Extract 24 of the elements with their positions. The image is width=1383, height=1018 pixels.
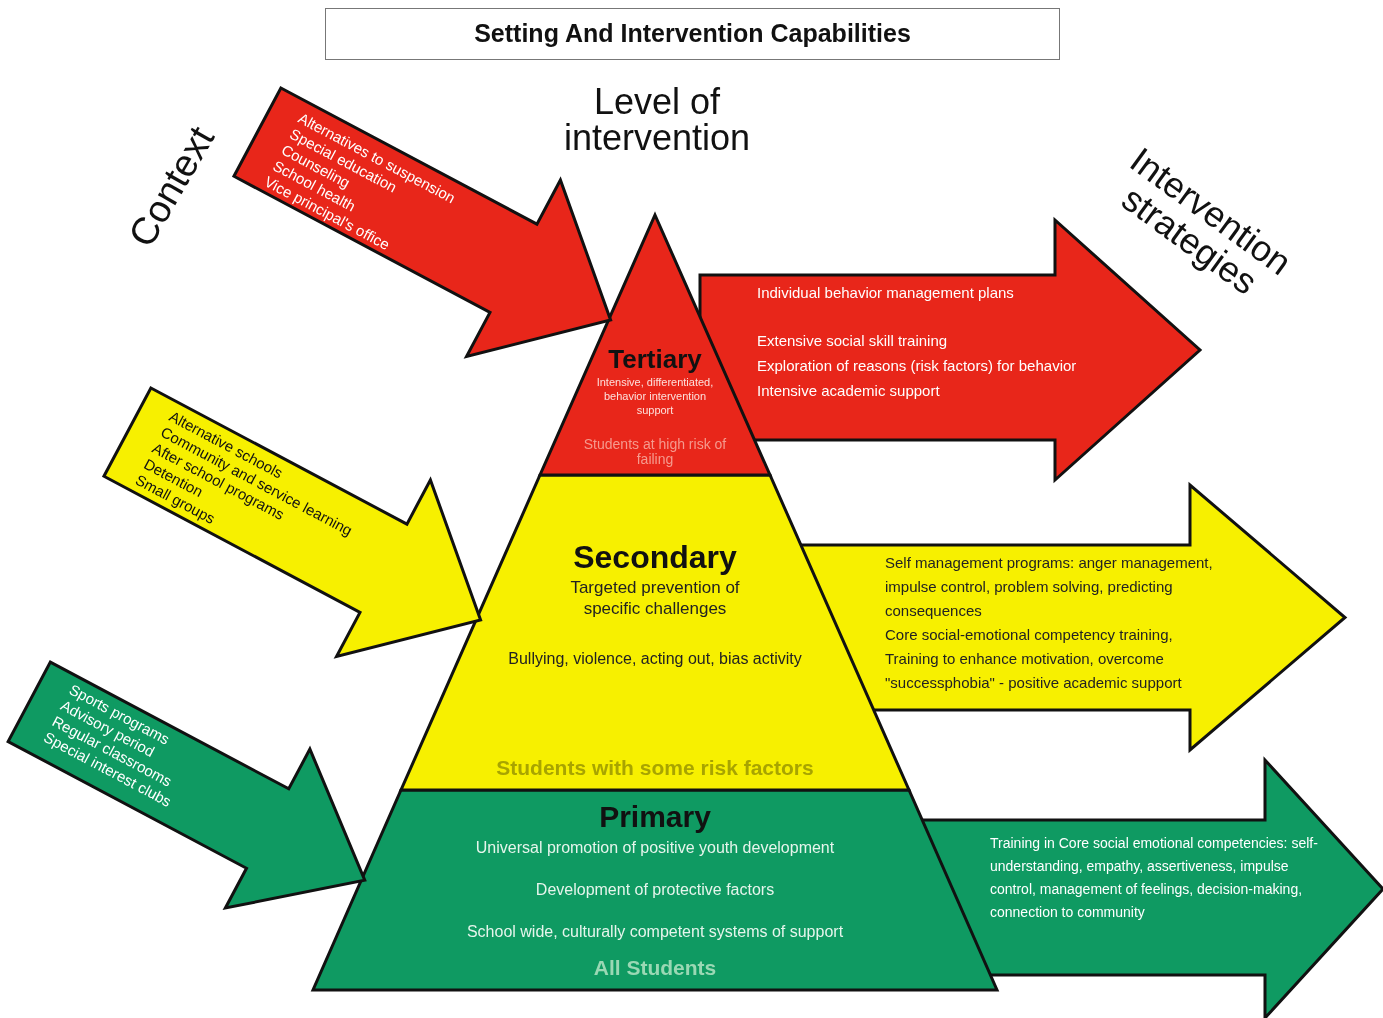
strategy-text: Core social-emotional competency training, — [885, 625, 1174, 645]
tier-heading: Secondary — [572, 538, 738, 577]
strategy-text: Self management programs: anger management, impulse control, problem solving, predicting consequences — [885, 553, 1214, 621]
tier-description: Development of protective factors — [534, 880, 776, 900]
strategy-text: Intensive academic support — [757, 382, 941, 401]
axis-label: Level of intervention — [562, 84, 752, 156]
tier-description: Intensive, differentiated, behavior intervention support — [596, 375, 714, 417]
context-callout — [8, 662, 365, 908]
strategy-text: Exploration of reasons (risk factors) for behavior — [757, 357, 1078, 376]
strategy-text: Individual behavior management plans — [757, 284, 1015, 303]
strategy-text: Training to enhance motivation, overcome "successphobia" - positive academic support — [885, 649, 1183, 693]
target-group: Students with some risk factors — [435, 755, 875, 782]
context-callout — [103, 387, 481, 657]
strategy-text: Extensive social skill training — [757, 332, 949, 351]
tier-heading: Tertiary — [607, 343, 703, 376]
tier-description: Universal promotion of positive youth development — [474, 838, 836, 858]
tier-description: Bullying, violence, acting out, bias activity — [507, 649, 803, 669]
tier-description: School wide, culturally competent systems of support — [465, 922, 845, 942]
target-group: All Students — [505, 955, 805, 982]
tier-description: Targeted prevention of specific challenges — [569, 577, 741, 620]
strategy-text: Training in Core social emotional competencies: self-understanding, empathy, assertiveness, impulse control, management of feelings, decision-making, connection to community — [990, 834, 1319, 922]
tier-heading: Primary — [598, 799, 712, 835]
target-group: Students at high risk of failing — [565, 437, 745, 467]
title: Setting And Intervention Capabilities — [325, 8, 1060, 60]
